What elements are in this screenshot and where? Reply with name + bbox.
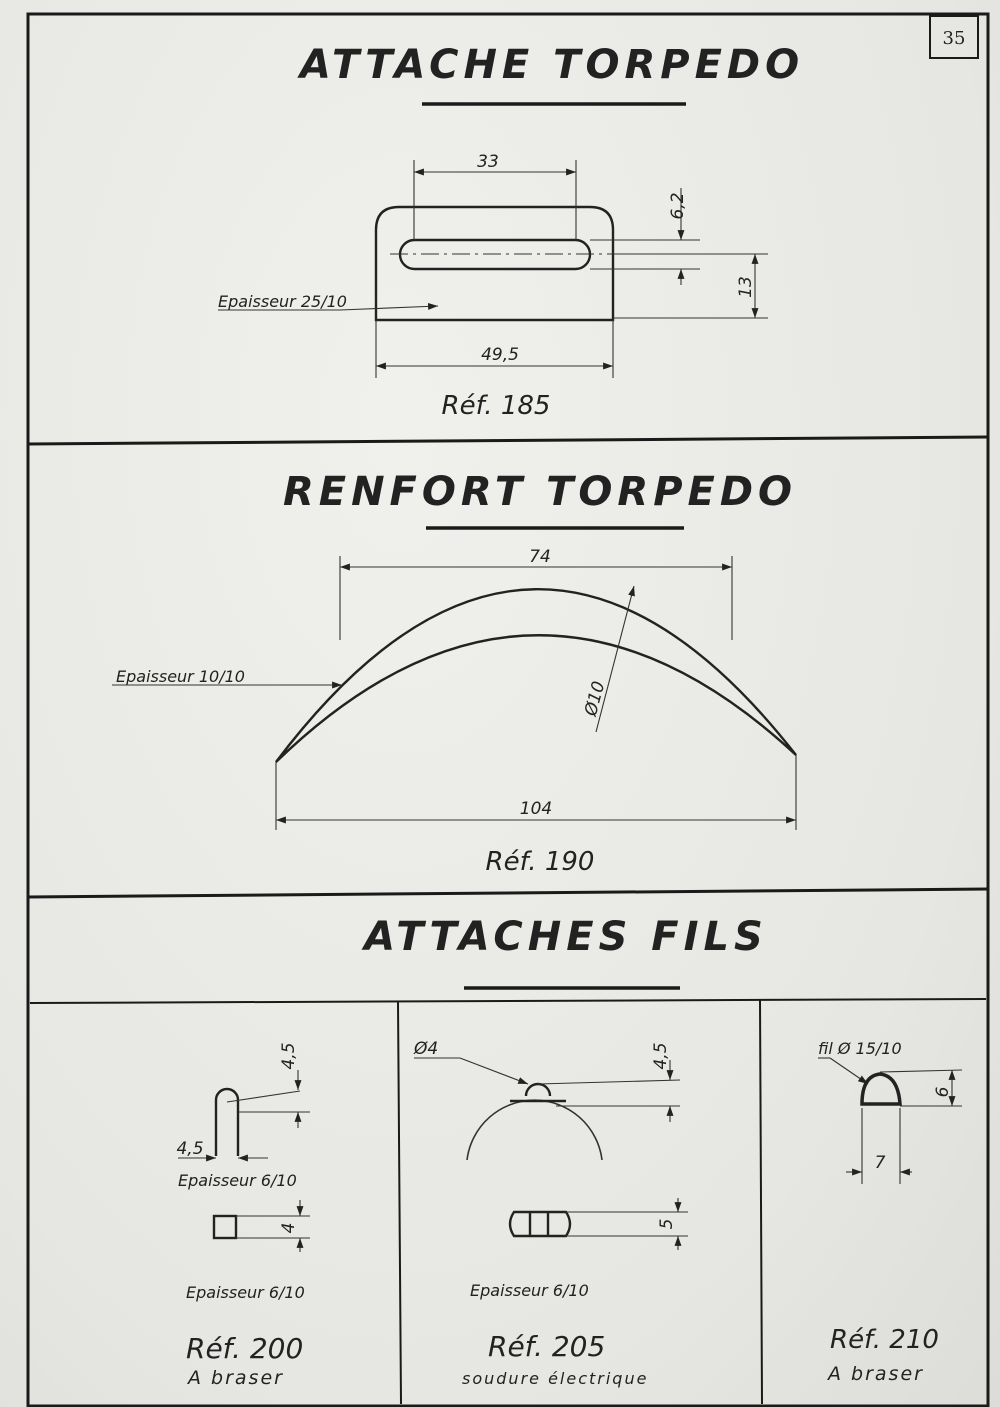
section-attache-torpedo: ATTACHE TORPEDO 33 6,2 13 49,5 Epaisseur…	[218, 42, 804, 421]
ref210-wire-note: fil Ø 15/10	[818, 1039, 902, 1058]
leader-line	[459, 1057, 529, 1085]
part-ref-200: 4,5 4,5 Epaisseur 6/10 4 Epaisseur 6/10 …	[176, 1042, 310, 1389]
diameter-leader	[595, 585, 635, 733]
dim-slot-length: 33	[477, 152, 499, 172]
ref200-dim-width: 4,5	[176, 1139, 203, 1159]
ref210-dim-width: 7	[875, 1153, 886, 1173]
section-title-attache-torpedo: ATTACHE TORPEDO	[297, 42, 804, 88]
ref205-bead	[524, 1082, 552, 1097]
ref205-dim-bar: 5	[657, 1219, 677, 1230]
ref200-square	[212, 1214, 238, 1240]
leader-line	[339, 302, 439, 311]
ref200-dim-height: 4,5	[279, 1042, 299, 1069]
ext-line	[879, 1069, 963, 1073]
part-ref-210: 6 7 fil Ø 15/10 Réf. 210 A braser	[818, 1039, 963, 1385]
ref200-hook-outline	[214, 1087, 240, 1156]
ref-185: Réf. 185	[442, 391, 551, 421]
leader-line	[829, 1057, 869, 1085]
ref-190: Réf. 190	[486, 847, 595, 877]
ext-line	[226, 1090, 301, 1103]
ref200-thickness-bottom: Epaisseur 6/10	[186, 1283, 305, 1302]
section-renfort-torpedo: RENFORT TORPEDO 74 104 Ø10 Epaisseur 10/…	[112, 469, 797, 877]
ext-line	[537, 1079, 681, 1085]
outer-frame	[26, 12, 990, 1407]
ref200-thickness-top: Epaisseur 6/10	[178, 1171, 297, 1190]
ref205-thickness: Epaisseur 6/10	[470, 1281, 589, 1300]
thickness-note-190: Epaisseur 10/10	[116, 667, 245, 686]
part-ref-205: 4,5 Ø4 5 Epaisseur 6/10 Réf. 205 soudure…	[413, 1039, 688, 1388]
dim-total-width: 49,5	[481, 345, 519, 365]
dim-diameter: Ø10	[581, 679, 610, 719]
ref200-dim-square: 4	[279, 1223, 299, 1234]
attache-plate-outline	[374, 205, 615, 322]
ref205-dim-diameter: Ø4	[413, 1039, 438, 1059]
page-number: 35	[943, 28, 966, 49]
ref200-note: A braser	[186, 1367, 284, 1389]
section-title-renfort-torpedo: RENFORT TORPEDO	[283, 469, 797, 515]
ref205-arc	[466, 1099, 603, 1161]
ref205-bar	[508, 1210, 572, 1238]
ref-210: Réf. 210	[830, 1325, 939, 1355]
ref205-dim-height: 4,5	[651, 1042, 671, 1069]
dim-top: 74	[529, 547, 551, 567]
section-attaches-fils: ATTACHES FILS 4,5 4,5 Epaisseur 6/10 4 E…	[176, 914, 963, 1389]
ref210-note: A braser	[826, 1363, 924, 1385]
page-number-box	[929, 15, 979, 59]
ref-205: Réf. 205	[488, 1330, 605, 1363]
ref210-wire-loop	[860, 1072, 902, 1106]
column-divider-1	[397, 1001, 402, 1405]
section-divider-2	[27, 887, 989, 899]
dim-slot-width: 6,2	[668, 192, 688, 219]
ref-200: Réf. 200	[186, 1332, 303, 1365]
ref205-note: soudure électrique	[462, 1369, 648, 1388]
ref210-dim-height: 6	[933, 1086, 953, 1097]
renfort-crescent	[275, 588, 797, 763]
thickness-note-185: Epaisseur 25/10	[218, 292, 347, 311]
dim-bottom: 104	[520, 799, 552, 819]
section-divider-1	[27, 435, 989, 446]
section-title-attaches-fils: ATTACHES FILS	[361, 914, 768, 960]
dim-height: 13	[736, 276, 756, 298]
subsection-divider	[29, 998, 987, 1004]
column-divider-2	[759, 999, 763, 1405]
